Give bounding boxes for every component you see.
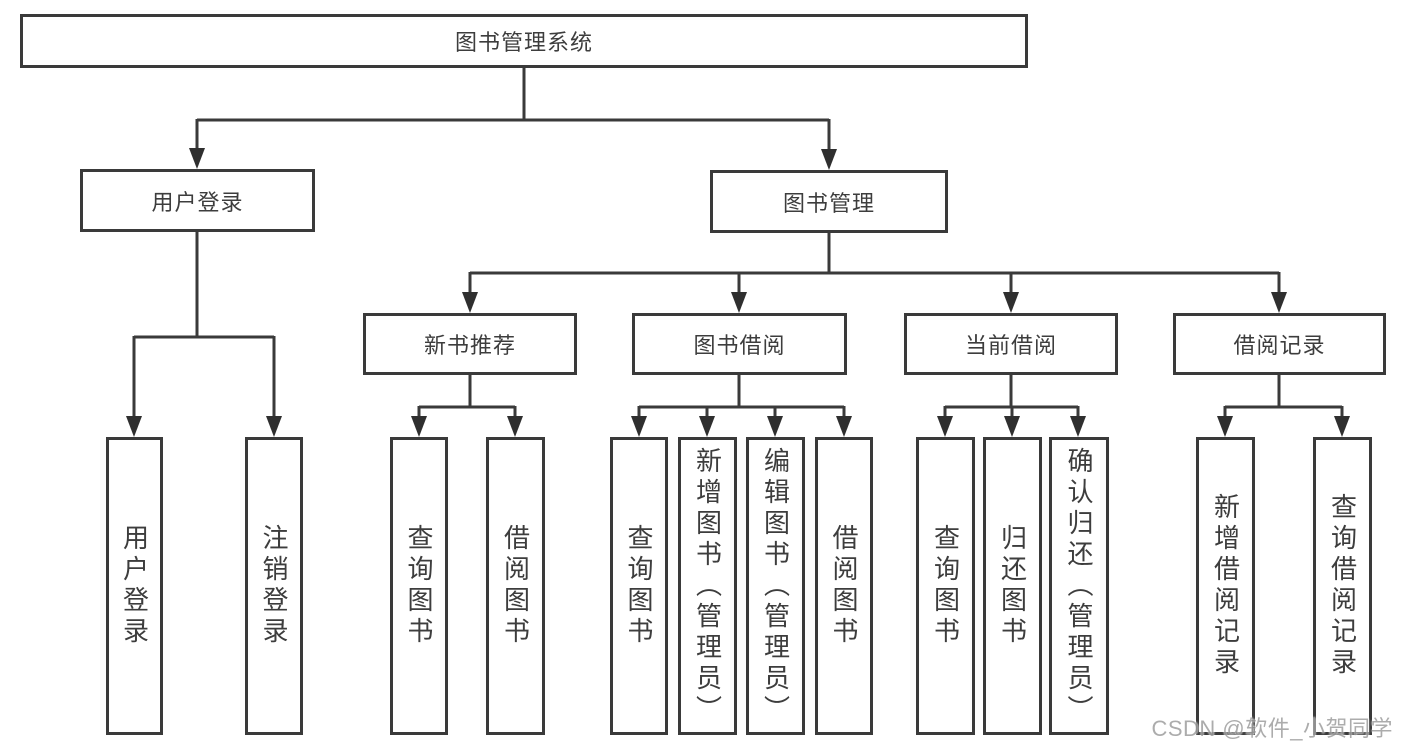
leaf-current-query-book: 查询图书 [916, 437, 975, 735]
leaf-newbook-query-book-label: 查询图书 [404, 524, 434, 648]
leaf-current-query-book-label: 查询图书 [930, 524, 961, 648]
leaf-borrow-query-book: 查询图书 [610, 437, 668, 735]
node-book-management-label: 图书管理 [782, 190, 875, 216]
node-new-book-recommend-label: 新书推荐 [423, 333, 516, 358]
leaf-records-query-record-label: 查询借阅记录 [1327, 493, 1358, 679]
leaf-user-login-label: 用户登录 [119, 524, 150, 648]
leaf-borrow-add-book-admin: 新增图书（管理员） [678, 437, 737, 735]
leaf-current-confirm-return-admin: 确认归还（管理员） [1049, 437, 1109, 735]
leaf-logout-login: 注销登录 [245, 437, 303, 735]
leaf-borrow-edit-book-admin-label: 编辑图书（管理员） [760, 446, 791, 726]
node-root: 图书管理系统 [20, 14, 1028, 68]
leaf-current-return-book: 归还图书 [983, 437, 1042, 735]
leaf-current-confirm-return-admin-label: 确认归还（管理员） [1064, 446, 1094, 726]
node-user-login-label: 用户登录 [151, 189, 244, 215]
leaf-borrow-edit-book-admin: 编辑图书（管理员） [746, 437, 805, 735]
leaf-records-query-record: 查询借阅记录 [1313, 437, 1372, 735]
node-book-borrow-label: 图书借阅 [693, 333, 786, 358]
watermark: CSDN @软件_小贺同学 [1151, 716, 1393, 741]
leaf-newbook-borrow-book: 借阅图书 [486, 437, 545, 735]
leaf-user-login: 用户登录 [106, 437, 163, 735]
leaf-current-return-book-label: 归还图书 [997, 524, 1028, 648]
leaf-newbook-borrow-book-label: 借阅图书 [500, 524, 531, 648]
node-new-book-recommend: 新书推荐 [363, 313, 577, 375]
leaf-borrow-borrow-book-label: 借阅图书 [829, 524, 859, 648]
node-current-borrow-label: 当前借阅 [964, 333, 1057, 358]
node-root-label: 图书管理系统 [454, 30, 593, 55]
leaf-borrow-query-book-label: 查询图书 [624, 524, 654, 648]
leaf-borrow-add-book-admin-label: 新增图书（管理员） [692, 446, 723, 726]
leaf-logout-login-label: 注销登录 [259, 524, 289, 648]
leaf-borrow-borrow-book: 借阅图书 [815, 437, 873, 735]
node-book-management: 图书管理 [710, 170, 948, 233]
leaf-records-add-record-label: 新增借阅记录 [1210, 493, 1241, 679]
node-user-login: 用户登录 [80, 169, 315, 232]
node-borrow-records-label: 借阅记录 [1233, 333, 1326, 358]
node-book-borrow: 图书借阅 [632, 313, 847, 375]
node-borrow-records: 借阅记录 [1173, 313, 1386, 375]
node-current-borrow: 当前借阅 [904, 313, 1118, 375]
leaf-newbook-query-book: 查询图书 [390, 437, 448, 735]
leaf-records-add-record: 新增借阅记录 [1196, 437, 1255, 735]
